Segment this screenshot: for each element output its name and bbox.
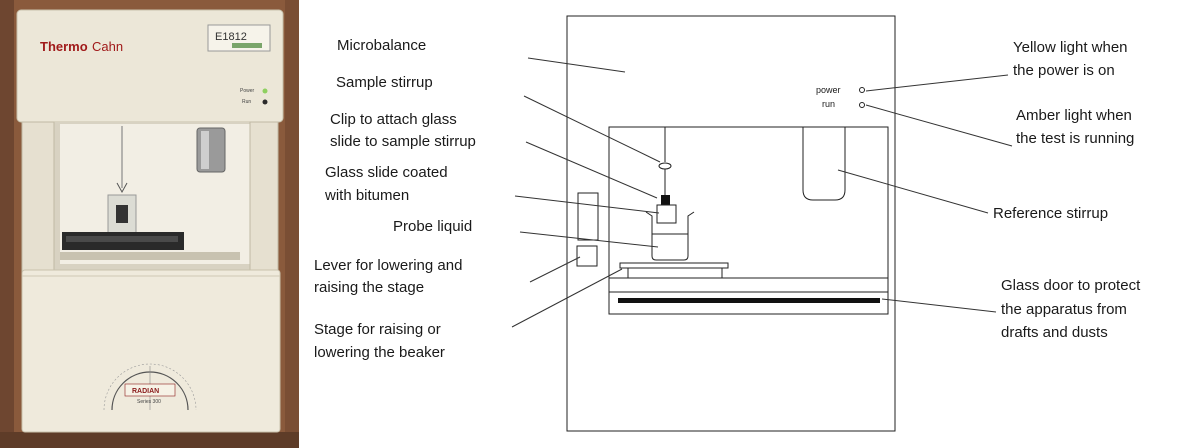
leader-lever — [529, 256, 581, 283]
leader-sample-stirrup — [523, 95, 661, 163]
photo-brand-light: Cahn — [92, 39, 123, 54]
label-door-line1: Glass door to protect — [1001, 277, 1141, 294]
beaker-icon — [645, 211, 695, 261]
diagram-run-text: run — [822, 99, 835, 109]
chamber-outline — [608, 126, 889, 315]
label-amber-line2: the test is running — [1016, 130, 1134, 147]
leader-yellow-light — [865, 74, 1009, 92]
label-sample-stirrup: Sample stirrup — [336, 74, 433, 91]
side-panel — [577, 192, 599, 241]
label-slide-line1: Glass slide coated — [325, 164, 448, 181]
label-yellow-line2: the power is on — [1013, 62, 1115, 79]
glass-slide-icon — [656, 204, 677, 224]
label-yellow-line1: Yellow light when — [1013, 39, 1128, 56]
leader-glass-door — [881, 298, 997, 313]
photo-indicator-power: Power — [240, 88, 255, 94]
lever-icon — [576, 245, 598, 267]
label-door-line3: drafts and dusts — [1001, 324, 1108, 341]
label-probe-liquid: Probe liquid — [393, 218, 472, 235]
stage-base — [627, 267, 723, 279]
photo-power-light-icon — [262, 88, 268, 94]
label-clip-line1: Clip to attach glass — [330, 111, 457, 128]
label-lever-line2: raising the stage — [314, 279, 424, 296]
label-stage-line2: lowering the beaker — [314, 344, 445, 361]
label-amber-line1: Amber light when — [1016, 107, 1132, 124]
photo-run-light-icon — [262, 99, 268, 105]
diagram-power-text: power — [816, 85, 841, 95]
photo-model-label: E1812 — [215, 31, 247, 43]
leader-microbalance — [527, 57, 626, 73]
reference-stirrup-icon — [802, 127, 846, 201]
photo-brand-bold: Thermo — [40, 39, 88, 54]
leader-glass-slide — [514, 195, 660, 214]
glass-door-handle — [618, 298, 880, 303]
photo-emblem-sub: Series 300 — [137, 399, 161, 405]
leader-stage — [511, 268, 623, 328]
cabinet-outline — [566, 15, 896, 432]
photo-emblem-text: RADIAN — [132, 388, 159, 395]
label-reference-stirrup: Reference stirrup — [993, 205, 1108, 222]
clip-icon — [661, 195, 670, 205]
label-slide-line2: with bitumen — [324, 187, 409, 204]
photo-indicator-run: Run — [242, 99, 251, 105]
stage-plate — [619, 262, 729, 269]
label-door-line2: the apparatus from — [1001, 301, 1127, 318]
instrument-photo: Thermo Cahn E1812 Power Run RADIAN — [0, 0, 299, 448]
schematic-diagram: power run — [314, 15, 1141, 432]
label-lever-line1: Lever for lowering and — [314, 257, 462, 274]
leader-probe-liquid — [519, 231, 659, 248]
leader-clip — [525, 141, 658, 199]
leader-reference-stirrup — [837, 169, 989, 214]
power-light-icon — [859, 87, 865, 93]
label-stage-line1: Stage for raising or — [314, 321, 441, 338]
sample-stirrup-icon — [658, 162, 672, 170]
run-light-icon — [859, 102, 865, 108]
label-microbalance: Microbalance — [337, 37, 426, 54]
leader-amber-light — [865, 104, 1013, 147]
label-clip-line2: slide to sample stirrup — [330, 133, 476, 150]
